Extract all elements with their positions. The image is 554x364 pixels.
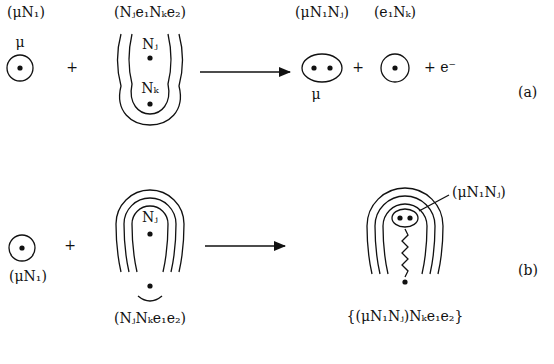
shape-outline (114, 188, 186, 300)
species-label: μ (311, 86, 320, 103)
plus-sign: + (64, 237, 76, 254)
nucleus-dot (147, 101, 152, 106)
nucleus-dot (392, 65, 397, 70)
atom-outline (9, 235, 35, 261)
panel-label: (a) (518, 84, 537, 101)
electron-term: + e⁻ (424, 59, 456, 76)
nucleus-dot (19, 245, 24, 250)
muonic-molecule-core: (μN₁Nⱼ) (392, 209, 418, 227)
bond-wave (402, 229, 408, 277)
muonic-molecule: (μN₁Nⱼ)μ (302, 54, 342, 82)
electron-cloud (129, 34, 171, 114)
species-label: (e₁Nₖ) (374, 4, 416, 21)
species-label: Nⱼ (142, 209, 158, 226)
species-label: (μN₁Nⱼ) (295, 4, 349, 21)
molecule-outline (392, 209, 418, 227)
electron-cloud (116, 190, 184, 272)
species-label: Nⱼ (142, 36, 158, 53)
shape-outline (302, 54, 342, 82)
nucleus-dot (311, 65, 316, 70)
nucleus-dot (327, 65, 332, 70)
species-label: (μN₁) (7, 4, 45, 21)
molecule-ion: (Nⱼe₁Nₖe₂)NⱼNₖ (112, 30, 188, 130)
plus-sign: + (352, 59, 364, 76)
shape-outline (9, 235, 35, 261)
nucleus-dot (402, 279, 407, 284)
atom: (e₁Nₖ) (381, 54, 409, 82)
species-label: {(μN₁Nⱼ)Nₖe₁e₂} (347, 308, 464, 325)
electron-cloud (132, 206, 168, 272)
molecular-complex: {(μN₁Nⱼ)Nₖe₁e₂}(μN₁Nⱼ) (365, 186, 445, 286)
molecule-outline (302, 54, 342, 82)
muonic-atom: (μN₁) (9, 235, 35, 261)
nucleus-dot (397, 215, 402, 220)
atom-outline (7, 55, 33, 81)
shape-outline (365, 186, 445, 286)
electron-cloud (138, 296, 162, 301)
panel-label: (b) (518, 262, 538, 279)
muonic-atom: (μN₁)μ (7, 55, 33, 81)
reaction-arrow (205, 245, 285, 246)
nucleus-dot (147, 283, 152, 288)
electron-cloud (383, 204, 427, 274)
nucleus-dot (147, 231, 152, 236)
nucleus-dot (17, 65, 22, 70)
nucleus-dot (407, 215, 412, 220)
molecule: (NⱼNₖe₁e₂)Nⱼ (114, 188, 186, 300)
shape-outline (381, 54, 409, 82)
shape-outline (392, 209, 418, 227)
nucleus-dot (147, 55, 152, 60)
species-label: (μN₁Nⱼ) (452, 184, 506, 201)
species-label: (NⱼNₖe₁e₂) (114, 310, 186, 327)
atom-outline (381, 54, 409, 82)
plus-sign: + (66, 59, 78, 76)
reaction-arrow (200, 71, 290, 72)
species-label: μ (15, 34, 24, 51)
species-label: (μN₁) (9, 268, 47, 285)
species-label: (Nⱼe₁Nₖe₂) (114, 4, 186, 21)
shape-outline (7, 55, 33, 81)
species-label: Nₖ (141, 80, 158, 97)
electron-cloud (124, 198, 176, 272)
electron-cloud (118, 34, 183, 125)
leader-line (419, 195, 449, 211)
